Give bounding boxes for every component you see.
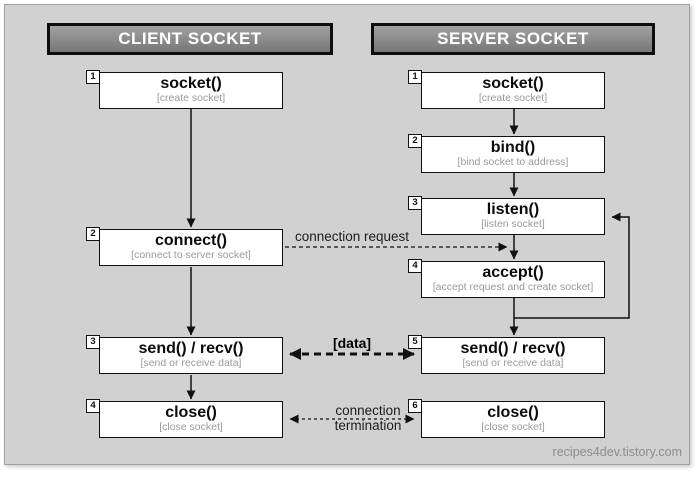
- step-subtitle: [close socket]: [159, 421, 223, 433]
- step-title: socket(): [482, 75, 544, 92]
- connection-termination-label: connection termination: [318, 403, 418, 433]
- step-number-badge: 3: [408, 196, 422, 210]
- step-box-server-send-recv: 5 send() / recv() [send or receive data]: [408, 335, 605, 374]
- step-number-badge: 2: [86, 227, 100, 241]
- step-subtitle: [send or receive data]: [140, 357, 242, 369]
- step-box-server-bind: 2 bind() [bind socket to address]: [408, 134, 605, 173]
- step-box-client-close: 4 close() [close socket]: [86, 399, 283, 438]
- step-subtitle: [connect to server socket]: [131, 249, 251, 261]
- step-subtitle: [send or receive data]: [462, 357, 564, 369]
- step-number-badge: 1: [408, 70, 422, 84]
- step-box-server-close: 6 close() [close socket]: [408, 399, 605, 438]
- step-title: close(): [487, 404, 539, 421]
- arrow-loop-accept-to-listen: [514, 212, 630, 319]
- step-title: send() / recv(): [460, 340, 566, 357]
- step-subtitle: [create socket]: [478, 92, 548, 104]
- step-title: connect(): [155, 232, 227, 249]
- step-box-server-socket: 1 socket() [create socket]: [408, 70, 605, 109]
- step-subtitle: [listen socket]: [481, 218, 545, 230]
- step-number-badge: 6: [408, 399, 422, 413]
- step-number-badge: 2: [408, 134, 422, 148]
- watermark-text: recipes4dev.tistory.com: [552, 445, 682, 459]
- step-number-badge: 5: [408, 335, 422, 349]
- step-box-server-listen: 3 listen() [listen socket]: [408, 196, 605, 235]
- step-number-badge: 1: [86, 70, 100, 84]
- step-box-client-connect: 2 connect() [connect to server socket]: [86, 227, 283, 266]
- step-number-badge: 4: [408, 259, 422, 273]
- step-subtitle: [bind socket to address]: [457, 156, 569, 168]
- step-box-client-send-recv: 3 send() / recv() [send or receive data]: [86, 335, 283, 374]
- step-subtitle: [create socket]: [156, 92, 226, 104]
- step-subtitle: [accept request and create socket]: [432, 281, 594, 293]
- step-number-badge: 3: [86, 335, 100, 349]
- step-title: socket(): [160, 75, 222, 92]
- step-title: send() / recv(): [138, 340, 244, 357]
- step-title: close(): [165, 404, 217, 421]
- step-title: accept(): [482, 264, 544, 281]
- connection-request-label: connection request: [294, 229, 410, 244]
- step-number-badge: 4: [86, 399, 100, 413]
- step-subtitle: [close socket]: [481, 421, 545, 433]
- connection-termination-line1: connection: [335, 403, 401, 418]
- server-socket-header: SERVER SOCKET: [371, 23, 655, 55]
- step-box-client-socket: 1 socket() [create socket]: [86, 70, 283, 109]
- connection-termination-line2: termination: [334, 418, 402, 433]
- client-socket-header: CLIENT SOCKET: [47, 23, 333, 55]
- step-title: bind(): [490, 139, 536, 156]
- step-box-server-accept: 4 accept() [accept request and create so…: [408, 259, 605, 298]
- step-title: listen(): [486, 201, 540, 218]
- data-exchange-label: [data]: [332, 335, 372, 351]
